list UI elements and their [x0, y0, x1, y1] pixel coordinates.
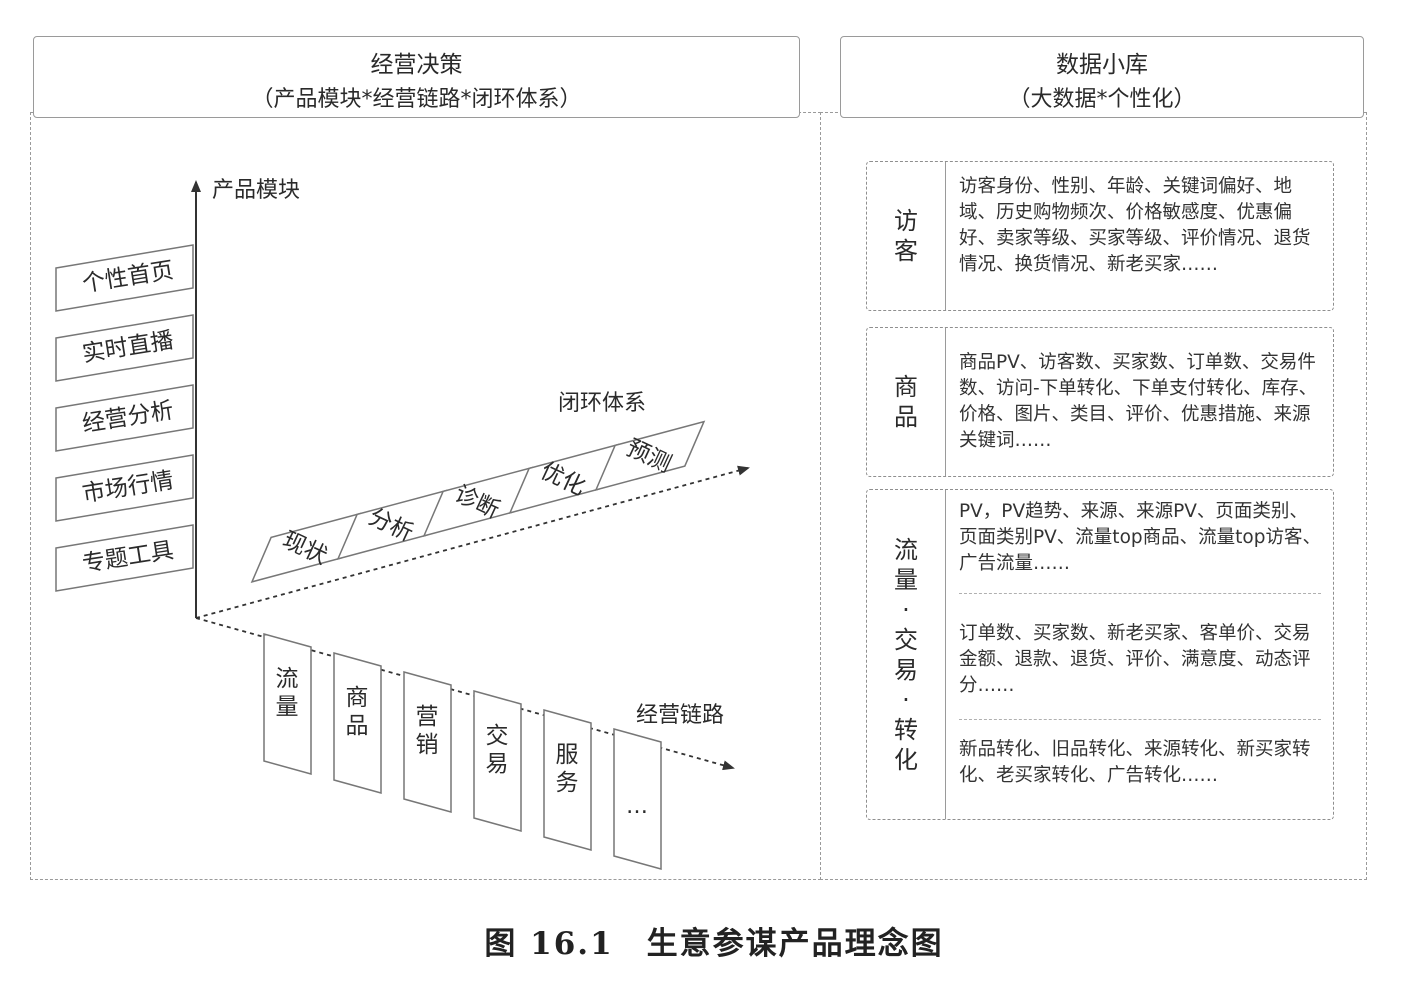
traffic-trade-conversion-card: 流量·交易·转化 PV，PV趋势、来源、来源PV、页面类别、页面类别PV、流量t… — [866, 489, 1334, 820]
module-card: 个性首页 — [55, 244, 194, 312]
chain-step-shape — [473, 690, 522, 832]
chain-step-shape — [263, 633, 312, 775]
module-card-shape — [55, 314, 194, 382]
chain-step-label: 营销 — [416, 704, 439, 758]
chain-step-shape — [613, 728, 662, 870]
loop-step-card: 现状 — [250, 512, 362, 584]
chain-step-label: 商品 — [346, 685, 369, 739]
chain-step-card: 流量 — [263, 633, 312, 775]
chain-step-label: 服务 — [556, 742, 579, 796]
module-card-shape — [55, 384, 194, 452]
chain-step-label: … — [626, 794, 648, 819]
figure-caption: 图 16.1 生意参谋产品理念图 — [484, 926, 944, 962]
chain-step-card: 营销 — [403, 671, 452, 813]
chain-step-shape — [403, 671, 452, 813]
module-card-shape — [55, 454, 194, 522]
loop-step-card: 预测 — [594, 420, 706, 492]
data-subtitle: （大数据*个性化） — [1008, 87, 1196, 112]
closed-loop-axis-label: 闭环体系 — [558, 391, 646, 416]
decision-subtitle: （产品模块*经营链路*闭环体系） — [251, 87, 582, 112]
loop-step-card: 优化 — [508, 443, 620, 515]
loop-step-shape — [594, 420, 706, 492]
divider — [959, 719, 1321, 720]
decision-title: 经营决策 — [370, 52, 463, 78]
decision-header: 经营决策 （产品模块*经营链路*闭环体系） — [33, 36, 800, 118]
chain-step-card: 交易 — [473, 690, 522, 832]
chain-step-card: … — [613, 728, 662, 870]
visitor-attributes: 访客身份、性别、年龄、关键词偏好、地域、历史购物频次、价格敏感度、优惠偏好、卖家… — [959, 176, 1311, 275]
chain-step-card: 服务 — [543, 709, 592, 851]
visitor-card: 访客 访客身份、性别、年龄、关键词偏好、地域、历史购物频次、价格敏感度、优惠偏好… — [866, 161, 1334, 311]
product-attributes: 商品PV、访客数、买家数、订单数、交易件数、访问-下单转化、下单支付转化、库存、… — [959, 352, 1318, 451]
loop-step-card: 分析 — [336, 489, 448, 561]
traffic-attributes: PV，PV趋势、来源、来源PV、页面类别、页面类别PV、流量top商品、流量to… — [959, 501, 1321, 574]
chain-step-label: 交易 — [486, 723, 509, 777]
product-module-axis-label: 产品模块 — [212, 178, 300, 203]
visitor-label: 访客 — [867, 162, 946, 310]
chain-step-shape — [543, 709, 592, 851]
chain-step-label: 流量 — [276, 666, 299, 720]
traffic-trade-conversion-label: 流量·交易·转化 — [867, 490, 946, 819]
chain-step-cards: 流量商品营销交易服务 … — [263, 633, 662, 870]
conversion-attributes: 新品转化、旧品转化、来源转化、新买家转化、老买家转化、广告转化…… — [959, 739, 1311, 786]
trade-attributes: 订单数、买家数、新老买家、客单价、交易金额、退款、退货、评价、满意度、动态评分…… — [959, 623, 1311, 696]
product-card: 商品 商品PV、访客数、买家数、订单数、交易件数、访问-下单转化、下单支付转化、… — [866, 327, 1334, 477]
data-header: 数据小库 （大数据*个性化） — [840, 36, 1364, 118]
module-card: 专题工具 — [55, 524, 194, 592]
chain-step-shape — [333, 652, 382, 794]
chain-step-card: 商品 — [333, 652, 382, 794]
data-title: 数据小库 — [1056, 52, 1148, 78]
module-card: 市场行情 — [55, 454, 194, 522]
module-card: 经营分析 — [55, 384, 194, 452]
product-label: 商品 — [867, 328, 946, 476]
module-card: 实时直播 — [55, 314, 194, 382]
business-chain-axis-label: 经营链路 — [636, 703, 724, 728]
module-card-shape — [55, 244, 194, 312]
module-card-shape — [55, 524, 194, 592]
divider — [959, 593, 1321, 594]
